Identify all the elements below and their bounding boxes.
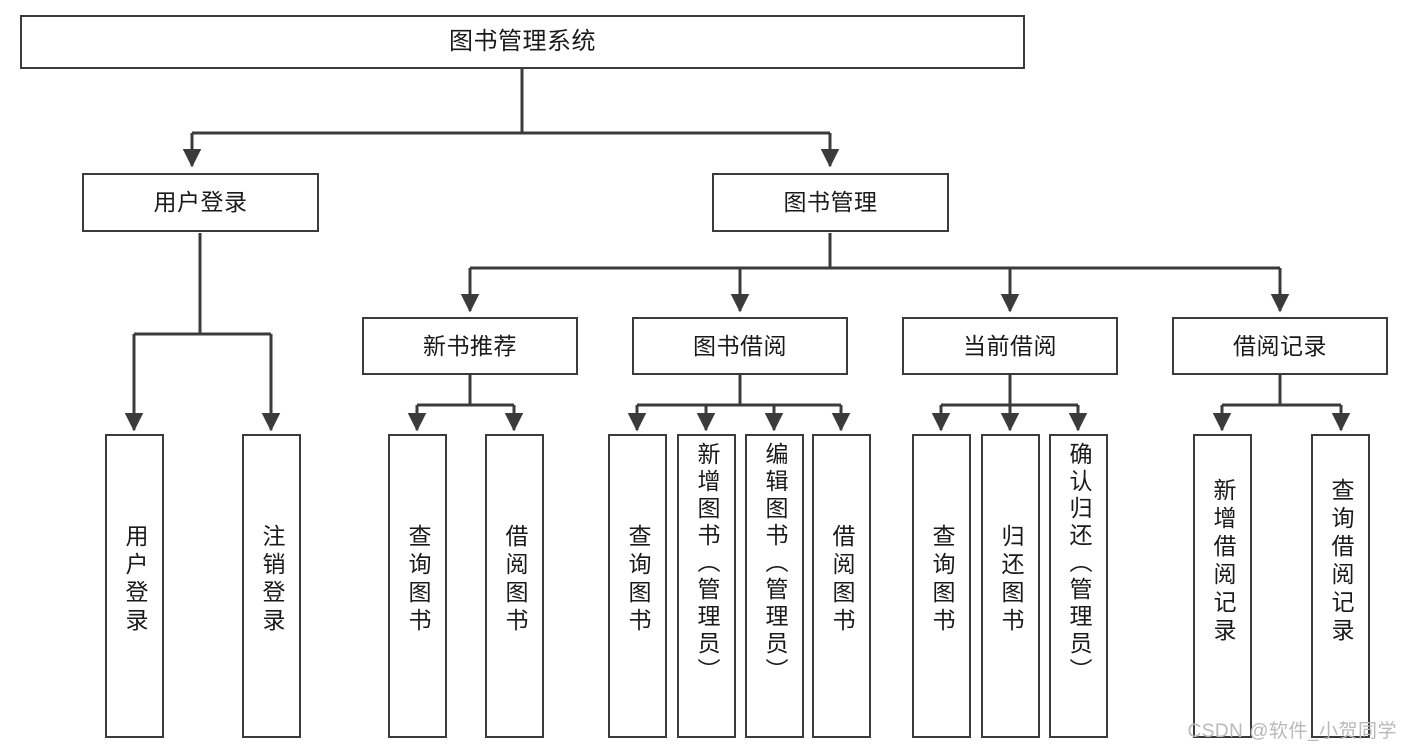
leaf-query-book-current[interactable]: 查询图书 (912, 434, 971, 738)
leaf-query-book-borrow[interactable]: 查询图书 (608, 434, 667, 738)
node-book-borrow[interactable]: 图书借阅 (632, 317, 848, 375)
node-label: 查询借阅记录 (1328, 478, 1354, 646)
node-label: 图书借阅 (693, 332, 787, 359)
node-borrow-record[interactable]: 借阅记录 (1172, 317, 1388, 375)
node-new-book-recommend[interactable]: 新书推荐 (362, 317, 578, 375)
node-book-management[interactable]: 图书管理 (712, 173, 949, 232)
node-label: 借阅图书 (829, 524, 855, 636)
node-label: 新书推荐 (423, 332, 517, 359)
node-label: 图书管理 (783, 189, 878, 216)
node-label: 归还图书 (998, 524, 1024, 636)
leaf-borrow-book-new-book[interactable]: 借阅图书 (485, 434, 544, 738)
node-label: 新增图书（管理员） (694, 442, 720, 685)
node-label: 新增借阅记录 (1210, 478, 1236, 646)
node-label: 查询图书 (405, 524, 431, 636)
leaf-user-login[interactable]: 用户登录 (105, 434, 164, 738)
leaf-query-borrow-record[interactable]: 查询借阅记录 (1311, 434, 1370, 738)
node-label: 用户登录 (153, 189, 248, 216)
node-root-book-management-system[interactable]: 图书管理系统 (20, 15, 1025, 69)
node-label: 借阅图书 (502, 524, 528, 636)
node-label: 查询图书 (929, 524, 955, 636)
leaf-add-borrow-record[interactable]: 新增借阅记录 (1193, 434, 1252, 738)
node-user-login[interactable]: 用户登录 (82, 173, 319, 232)
leaf-query-book-new-book[interactable]: 查询图书 (388, 434, 447, 738)
node-label: 当前借阅 (963, 332, 1057, 359)
node-label: 用户登录 (122, 524, 148, 636)
node-label: 编辑图书（管理员） (762, 442, 788, 685)
node-label: 注销登录 (259, 524, 285, 636)
watermark-text: CSDN @软件_小贺同学 (1187, 721, 1397, 742)
leaf-add-book-admin[interactable]: 新增图书（管理员） (677, 434, 736, 738)
node-label: 借阅记录 (1233, 332, 1327, 359)
node-label: 查询图书 (625, 524, 651, 636)
leaf-confirm-return-admin[interactable]: 确认归还（管理员） (1049, 434, 1108, 738)
leaf-borrow-book-borrow[interactable]: 借阅图书 (812, 434, 871, 738)
node-current-borrow[interactable]: 当前借阅 (902, 317, 1118, 375)
node-label: 图书管理系统 (449, 28, 596, 56)
leaf-user-logout[interactable]: 注销登录 (242, 434, 301, 738)
leaf-edit-book-admin[interactable]: 编辑图书（管理员） (745, 434, 804, 738)
leaf-return-book[interactable]: 归还图书 (981, 434, 1040, 738)
node-label: 确认归还（管理员） (1066, 442, 1092, 685)
